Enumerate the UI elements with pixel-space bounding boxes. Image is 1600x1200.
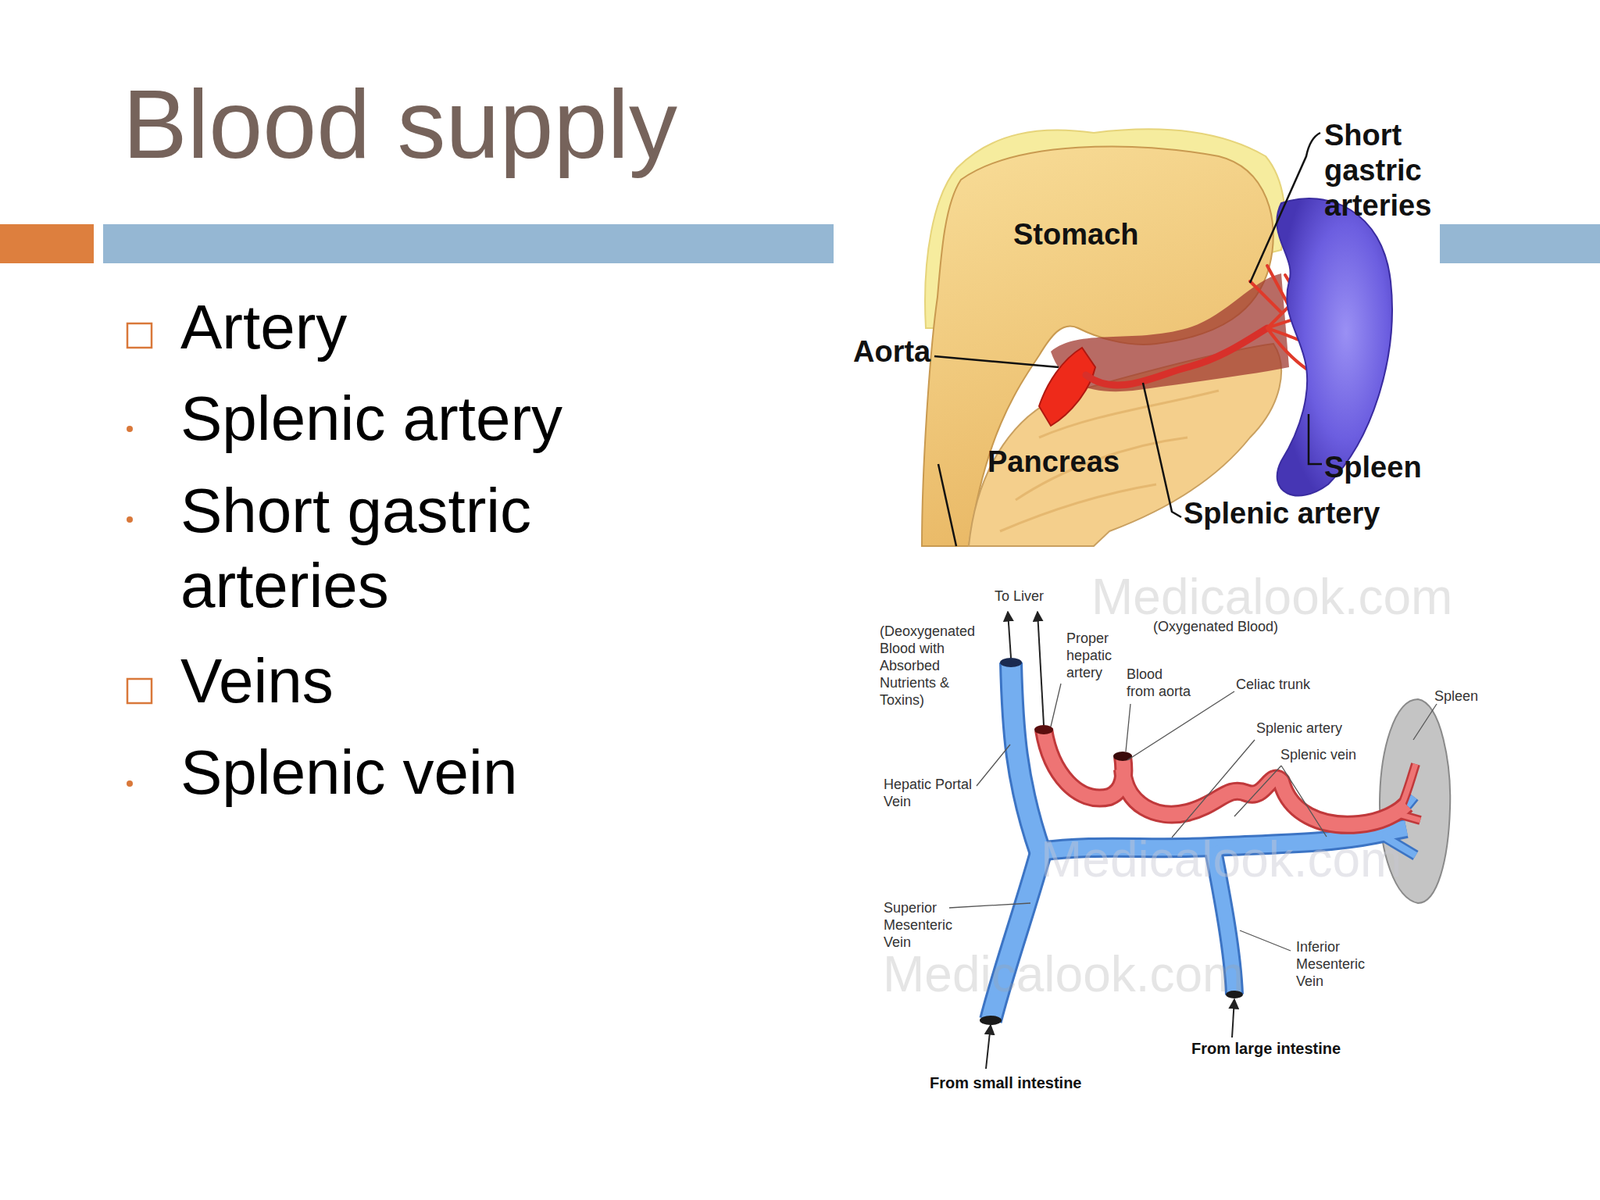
leader-lines [949, 683, 1437, 951]
artery-branch [1398, 764, 1421, 821]
flow-arrow [1037, 611, 1044, 725]
vessel-label: Proper hepatic artery [1066, 630, 1115, 683]
part-label: Spleen [1434, 688, 1479, 706]
flow-label: From small intestine [929, 1073, 1083, 1093]
leader-line [1142, 382, 1182, 518]
bullet-text: Splenic vein [180, 735, 518, 811]
vessel-cap [1000, 657, 1022, 668]
leader-line [1308, 414, 1322, 465]
leader-line [934, 356, 1059, 368]
leader-line [976, 744, 1011, 786]
accent-bar [0, 224, 94, 264]
leader-line [1413, 703, 1437, 740]
flow-arrow [1232, 999, 1235, 1038]
leader-line [1171, 739, 1255, 838]
header-bar [1439, 224, 1600, 264]
bullet-text: Short gastric arteries [180, 473, 618, 624]
leader-line [1125, 703, 1131, 752]
flow-arrow [985, 1025, 991, 1069]
flow-label: To Liver [994, 588, 1044, 606]
square-bullet [127, 678, 152, 704]
portal-vein [1010, 662, 1041, 854]
vessel-label: Blood from aorta [1126, 666, 1193, 701]
vessel-label: Splenic artery [1256, 720, 1343, 738]
vessel-label: Celiac trunk [1235, 676, 1311, 694]
flow-label: From large intestine [1191, 1039, 1341, 1058]
leader-line [1234, 765, 1327, 837]
bullet-text: Veins [180, 643, 334, 719]
square-bullet [127, 323, 152, 348]
header-bar [103, 224, 834, 264]
part-label: Aorta [853, 334, 931, 370]
vessel-label: Hepatic Portal Vein [883, 776, 976, 811]
leader-line [1250, 132, 1321, 283]
part-label: Spleen [1324, 450, 1422, 486]
vessel-label: Inferior Mesenteric Vein [1296, 939, 1371, 991]
slide-title: Blood supply [122, 68, 678, 181]
dot-bullet [126, 780, 133, 787]
artery-vessel [1043, 729, 1407, 825]
dot-bullet [126, 516, 133, 523]
part-label: Stomach [1013, 217, 1139, 253]
artery-branch [1398, 764, 1421, 821]
part-label: Splenic artery [1183, 496, 1380, 532]
leader-line [938, 464, 957, 547]
watermark: Medicalook.com [1040, 832, 1402, 887]
leader-line [1127, 691, 1235, 761]
watermark: Medicalook.com [882, 946, 1244, 1002]
vessel-label: Superior Mesenteric Vein [883, 900, 958, 952]
portal-vein [1010, 662, 1041, 854]
flow-note: (Deoxygenated Blood with Absorbed Nutrie… [879, 623, 979, 710]
leader-line [949, 903, 1031, 908]
dot-bullet [126, 425, 133, 433]
part-label: Pancreas [987, 444, 1120, 480]
artery-tubes [1043, 729, 1421, 825]
splenic-artery-vessel [1085, 328, 1268, 386]
bullet-text: Splenic artery [180, 381, 563, 457]
vessel-label: Splenic vein [1280, 746, 1357, 765]
vessel-bed [1050, 273, 1290, 392]
watermark: Medicalook.com [1091, 569, 1453, 625]
leader-line [1239, 930, 1291, 951]
artery-vessel [1043, 729, 1407, 825]
aorta-vessel [1039, 347, 1096, 426]
vessel-cap [979, 1015, 1002, 1025]
bullet-text: Artery [180, 289, 347, 365]
leader-line [1050, 683, 1061, 727]
flow-arrow [1007, 611, 1011, 658]
part-label: Short gastric arteries [1324, 117, 1450, 223]
